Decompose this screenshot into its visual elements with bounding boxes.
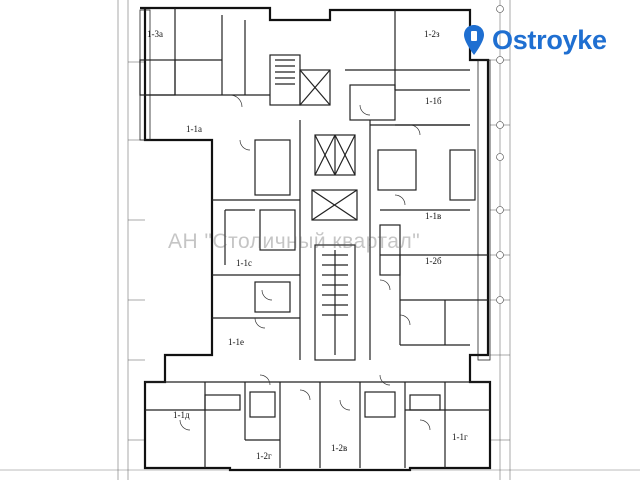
- apartment-label: 1-2б: [425, 256, 442, 266]
- location-pin-icon: [464, 25, 484, 55]
- apartment-label: 1-2в: [331, 443, 347, 453]
- apartment-label: 1-1с: [236, 258, 252, 268]
- interior-walls: [139, 8, 491, 468]
- brand-name: Ostroyke: [492, 24, 607, 55]
- apartment-label: 1-1а: [186, 124, 202, 134]
- apartment-labels: 1-3а 1-2з 1-1а 1-1б 1-1в 1-1с 1-2б 1-1е …: [147, 29, 468, 461]
- axis-markers: [496, 5, 504, 304]
- apartment-label: 1-2г: [256, 451, 272, 461]
- agency-watermark: АН "Столичный квартал": [168, 230, 421, 253]
- door-swings: [179, 94, 431, 431]
- brand-logo: Ostroyke: [463, 16, 633, 64]
- exterior-walls: [140, 6, 492, 472]
- apartment-label: 1-1г: [452, 432, 468, 442]
- apartment-label: 1-1б: [425, 96, 442, 106]
- apartment-label: 1-2з: [424, 29, 440, 39]
- apartment-label: 1-1е: [228, 337, 244, 347]
- apartment-label: 1-1в: [425, 211, 441, 221]
- apartment-label: 1-1д: [173, 410, 190, 420]
- apartment-label: 1-3а: [147, 29, 163, 39]
